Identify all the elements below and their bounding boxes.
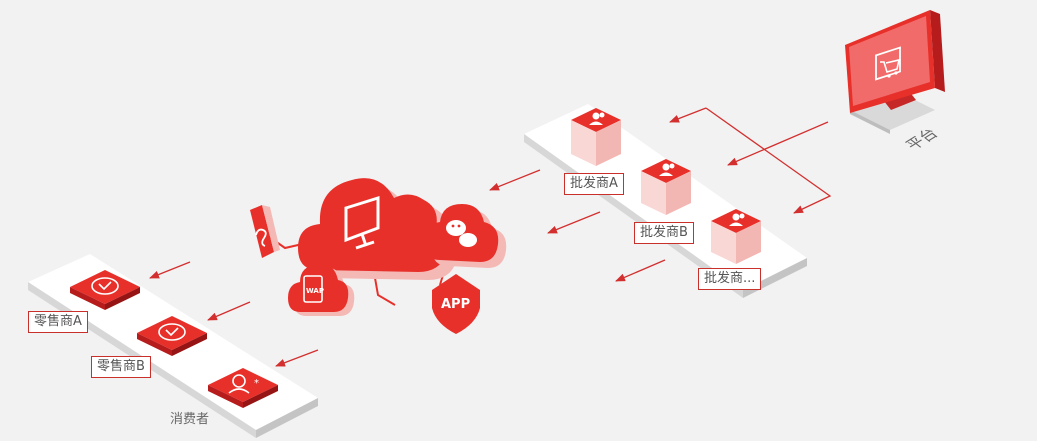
check-badge-icon [158,323,186,341]
shopping-cart-icon [875,46,901,81]
wholesaler-b-label: 批发商B [634,222,694,244]
flow-arrows [149,107,832,367]
consumer-tile: * [208,368,278,408]
arrow-platform-wholesaler-a [669,107,707,123]
wholesaler-b-cube [641,159,691,215]
retailer-b-tile [137,316,207,356]
arrow-hub-consumer [275,349,319,367]
user-search-icon: * [228,374,259,394]
users-icon [659,163,675,176]
wechat-icon [424,204,507,268]
svg-text:*: * [254,378,259,389]
svg-text:APP: APP [441,297,470,312]
cloud-icon [298,178,448,272]
retailer-a-label: 零售商A [28,311,88,333]
wholesaler-a-cube [571,108,621,166]
svg-text:WAP: WAP [306,287,324,295]
wholesaler-more-label: 批发商... [698,268,762,290]
arrow-hub-retailer-a [149,261,191,279]
wholesaler-more-cube [711,209,761,264]
platform-monitor [845,10,945,134]
arrow-wholesaler-more-hub [615,259,666,282]
arrow-hub-retailer-b [207,301,251,321]
arrow-platform-wholesaler-b [727,121,829,166]
retailer-b-label: 零售商B [91,356,151,378]
app-shield-icon: APP [432,274,480,334]
arrow-wholesaler-b-hub [547,211,601,234]
channel-hub: WAP APP [250,178,507,334]
consumer-label: 消费者 [170,412,210,427]
arrow-platform-wholesaler-more [705,107,832,214]
wap-icon: WAP [288,263,355,316]
mini-program-icon [250,205,280,258]
arrow-wholesaler-a-hub [489,169,541,191]
check-badge-icon [91,277,119,295]
retailer-a-tile [70,270,140,310]
wholesaler-a-label: 批发商A [564,173,624,195]
users-icon [729,213,745,226]
users-icon [589,112,605,125]
pc-monitor-icon [344,195,380,250]
